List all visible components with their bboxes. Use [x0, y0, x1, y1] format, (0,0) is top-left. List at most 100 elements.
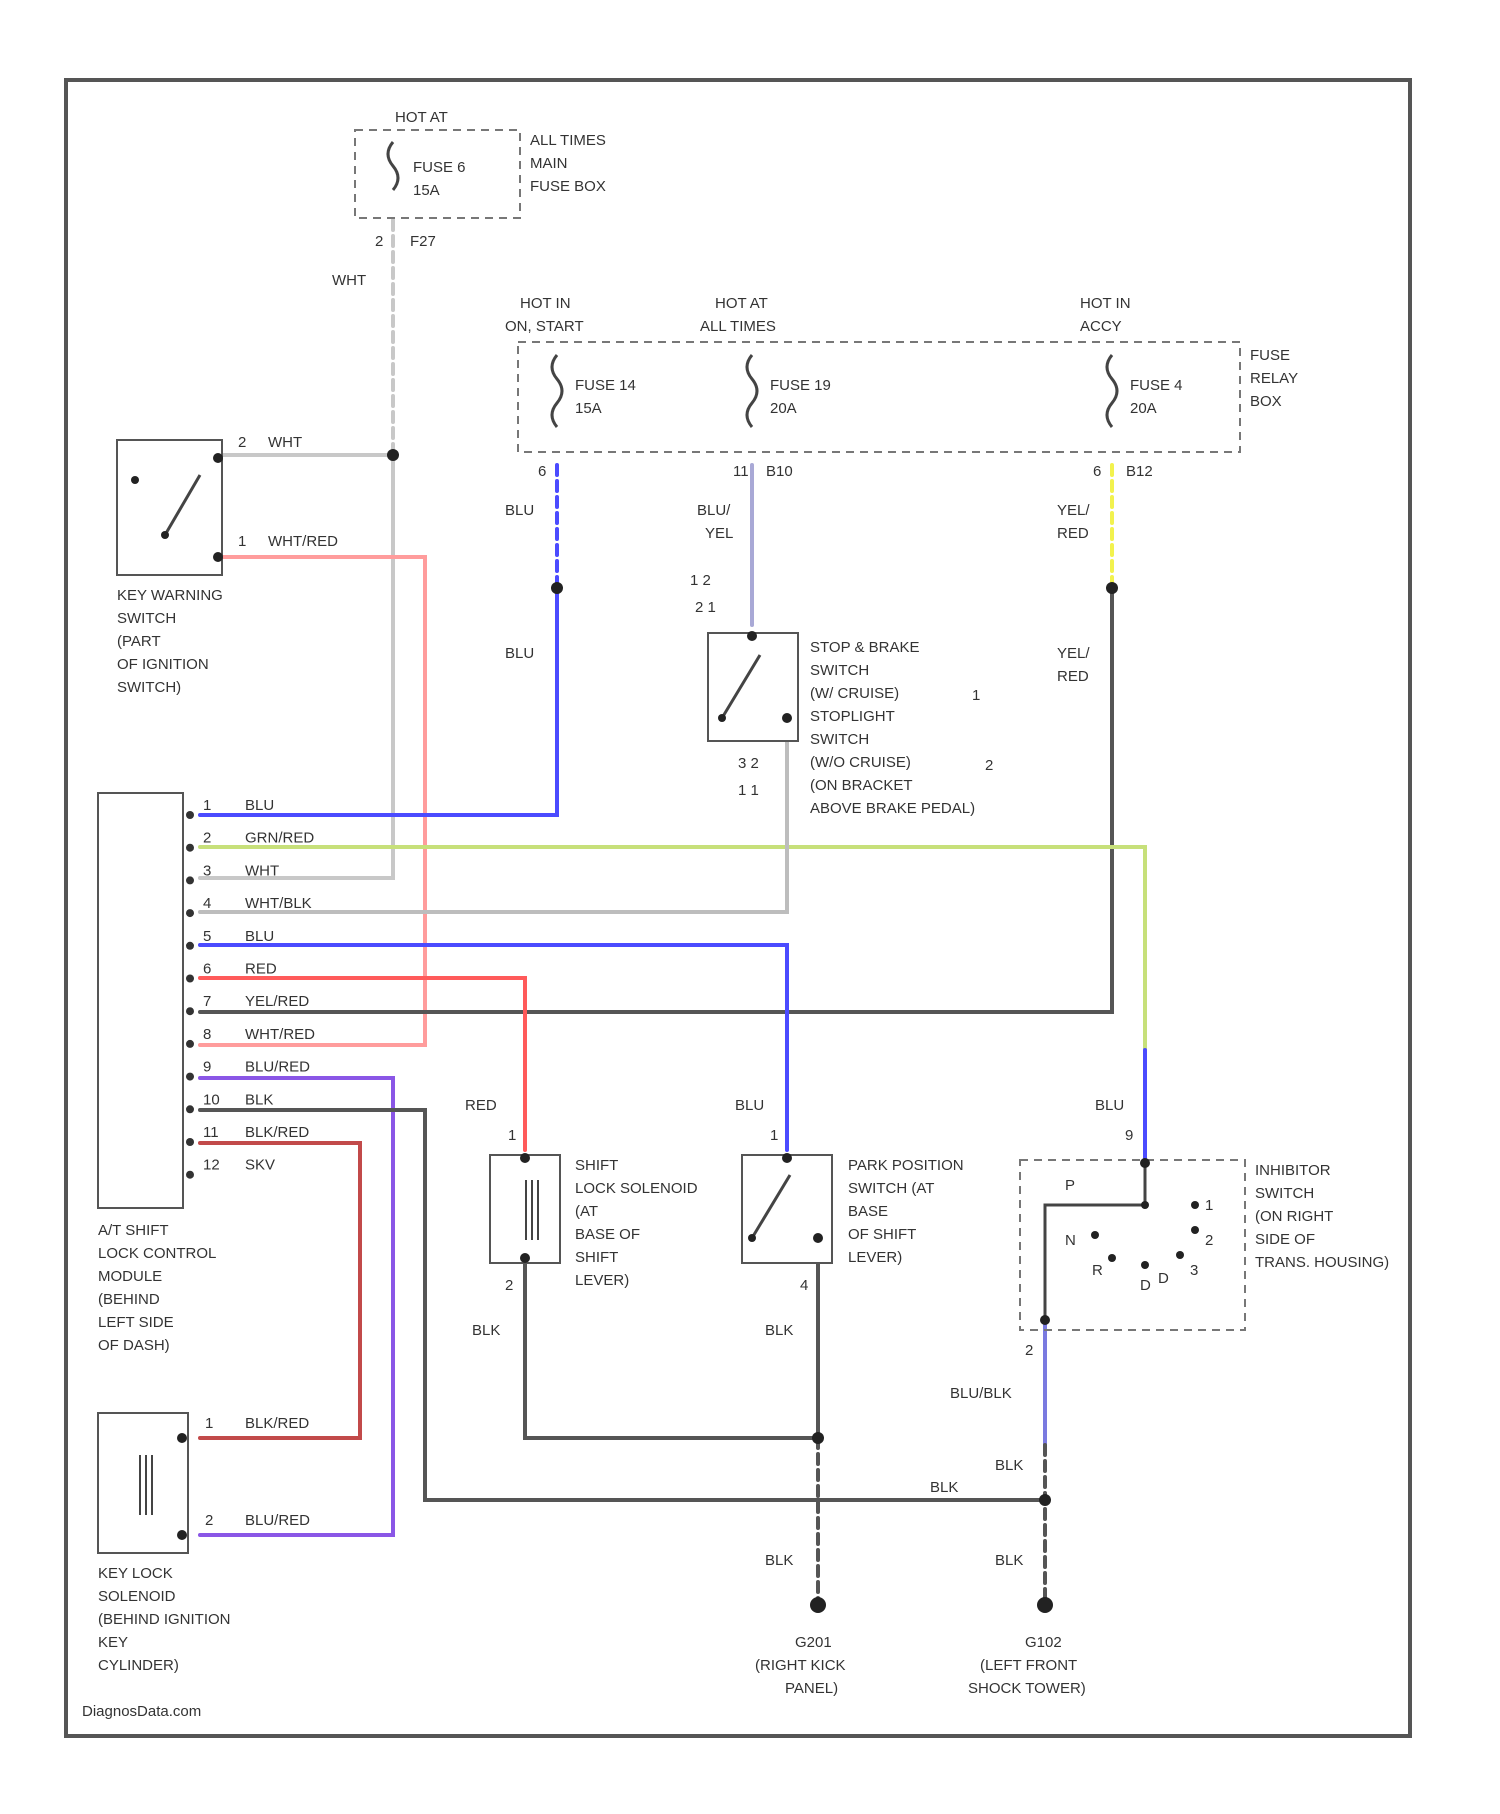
hot-start-1: HOT IN [520, 295, 571, 312]
module-pin-9-node [186, 1073, 194, 1081]
key-warning-switch: 2 WHT 1 WHT/RED KEY WARNING SWITCH (PART… [117, 434, 338, 696]
fuse-6-label: FUSE 6 [413, 159, 466, 176]
main-fuse-pin: 2 [375, 233, 383, 250]
module-pin-8-node [186, 1040, 194, 1048]
inhibitor-n: N [1065, 1232, 1076, 1249]
inhibitor-r: R [1092, 1262, 1103, 1279]
fuse-relay-box-outline [518, 342, 1240, 452]
inhibitor-2: 2 [1205, 1232, 1213, 1249]
module-pin-8-wire: WHT/RED [245, 1026, 315, 1043]
g102-label-3: SHOCK TOWER) [968, 1680, 1086, 1697]
fuse-4-label: FUSE 4 [1130, 377, 1183, 394]
key-lock-label-3: (BEHIND IGNITION [98, 1611, 231, 1628]
module-pin-10-node [186, 1105, 194, 1113]
solenoid-pin-1 [520, 1153, 530, 1163]
junction-yel-red [1106, 582, 1118, 594]
fuse19-pin: 11 [733, 463, 749, 480]
solenoid-label-4: BASE OF [575, 1226, 640, 1243]
yel-red-label-1b: RED [1057, 525, 1089, 542]
junction-blk-2 [1039, 1494, 1051, 1506]
wire-blk-sol [525, 1260, 818, 1438]
brand-watermark: DiagnosData.com [82, 1703, 201, 1720]
main-fuse-box: HOT AT FUSE 6 15A ALL TIMES MAIN FUSE BO… [332, 109, 606, 289]
inhibitor-p: P [1065, 1177, 1075, 1194]
blk-inh-label: BLK [995, 1457, 1023, 1474]
fuse-14-label: FUSE 14 [575, 377, 636, 394]
inhibitor-node-2 [1191, 1226, 1199, 1234]
inhibitor-3: 3 [1190, 1262, 1198, 1279]
wire-blu-pps [200, 945, 787, 1150]
key-lock-body [98, 1413, 188, 1553]
module-pin-12-wire: SKV [245, 1157, 275, 1174]
inhibitor-contact [1045, 1165, 1145, 1320]
module-pin-9-number: 9 [203, 1059, 211, 1076]
blu-yel-label-2: YEL [705, 525, 733, 542]
red-wire-label: RED [465, 1097, 497, 1114]
solenoid-label-1: SHIFT [575, 1157, 618, 1174]
module-pin-1-number: 1 [203, 797, 211, 814]
module-pin-10-number: 10 [203, 1091, 220, 1108]
blk-bus-label: BLK [930, 1479, 958, 1496]
key-lock-blkred-label: BLK/RED [245, 1415, 309, 1432]
hot-acc-2: ACCY [1080, 318, 1122, 335]
key-lock-label-4: KEY [98, 1634, 128, 1651]
module-pin-11-wire: BLK/RED [245, 1124, 309, 1141]
g201-label-2: (RIGHT KICK [755, 1657, 846, 1674]
key-lock-label-5: CYLINDER) [98, 1657, 179, 1674]
module-pin-3-number: 3 [203, 862, 211, 879]
wire-yel-red [200, 588, 1112, 1012]
key-warning-pin-2 [213, 453, 223, 463]
module-pin-10-wire: BLK [245, 1091, 273, 1108]
module-pin-5-node [186, 942, 194, 950]
stop-switch-note-2: 2 [985, 757, 993, 774]
inhibitor-switch: BLU 9 P N R D 1 2 3 D 2 INHIBITOR SWITCH… [1020, 1097, 1389, 1359]
stop-switch-pins-2: 2 1 [695, 599, 716, 616]
inhibitor-label-4: SIDE OF [1255, 1231, 1315, 1248]
fuse-relay-box-label-2: RELAY [1250, 370, 1298, 387]
stop-switch-label-4: STOPLIGHT [810, 708, 895, 725]
module-pin-1-node [186, 811, 194, 819]
module-pin-2-node [186, 844, 194, 852]
module-pin-1-wire: BLU [245, 797, 274, 814]
module-pin-11-node [186, 1138, 194, 1146]
inhibitor-node-1 [1191, 1201, 1199, 1209]
fuse-19-label: FUSE 19 [770, 377, 831, 394]
yel-red-label-2a: YEL/ [1057, 645, 1090, 662]
key-lock-pin1-label: 1 [205, 1415, 213, 1432]
inhibitor-1: 1 [1205, 1197, 1213, 1214]
fuse-4-amp: 20A [1130, 400, 1157, 417]
key-lock-label-1: KEY LOCK [98, 1565, 173, 1582]
key-lock-pin-1 [177, 1433, 187, 1443]
module-pin-6-node [186, 975, 194, 983]
solenoid-pin1-label: 1 [508, 1127, 516, 1144]
main-fuse-box-label-2: MAIN [530, 155, 568, 172]
inhibitor-node-r [1091, 1231, 1099, 1239]
module-pin-5-wire: BLU [245, 928, 274, 945]
yel-red-label-1a: YEL/ [1057, 502, 1090, 519]
inhibitor-node-d [1141, 1261, 1149, 1269]
key-lock-label-2: SOLENOID [98, 1588, 176, 1605]
solenoid-label-5: SHIFT [575, 1249, 618, 1266]
pps-pin-4 [813, 1233, 823, 1243]
stop-switch-label-5: SWITCH [810, 731, 869, 748]
inhibitor-pin-9 [1140, 1158, 1150, 1168]
yel-red-label-2b: RED [1057, 668, 1089, 685]
module-pin-7-number: 7 [203, 993, 211, 1010]
blu-blk-label: BLU/BLK [950, 1385, 1012, 1402]
module-pin-4-wire: WHT/BLK [245, 895, 312, 912]
pps-blu-label: BLU [735, 1097, 764, 1114]
key-warning-label-1: KEY WARNING [117, 587, 223, 604]
key-warning-node-a [131, 476, 139, 484]
module-pin-2-wire: GRN/RED [245, 830, 314, 847]
module-pin-9-wire: BLU/RED [245, 1059, 310, 1076]
module-pin-12-number: 12 [203, 1157, 220, 1174]
fuse-4-symbol [1107, 355, 1117, 427]
stop-switch-pins-4: 1 1 [738, 782, 759, 799]
module-label-6: OF DASH) [98, 1337, 170, 1354]
fuse14-pin: 6 [538, 463, 546, 480]
inhibitor-pin9-label: 9 [1125, 1127, 1133, 1144]
stop-switch-label-3: (W/ CRUISE) [810, 685, 899, 702]
key-warning-wht-label: WHT [268, 434, 302, 451]
key-warning-label-5: SWITCH) [117, 679, 181, 696]
